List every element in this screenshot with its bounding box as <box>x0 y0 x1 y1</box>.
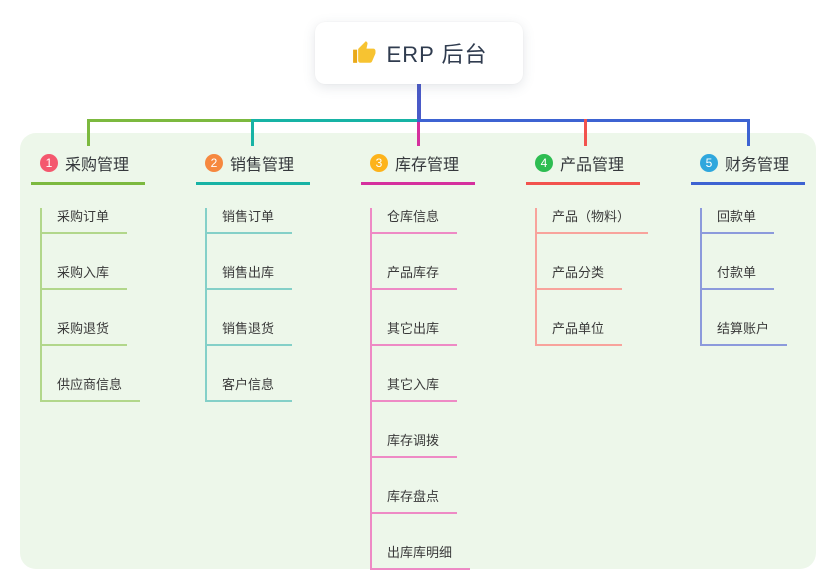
child-node[interactable]: 结算账户 <box>702 320 788 346</box>
child-node[interactable]: 销售订单 <box>207 208 293 234</box>
branch: 2 销售管理 销售订单销售出库销售退货客户信息 <box>196 151 310 402</box>
thumbs-up-icon <box>352 41 375 63</box>
root-connector <box>417 84 421 122</box>
branch-label: 销售管理 <box>230 157 295 174</box>
child-node[interactable]: 采购入库 <box>42 264 128 290</box>
child-node[interactable]: 仓库信息 <box>372 208 458 234</box>
branch-children: 仓库信息产品库存其它出库其它入库库存调拨库存盘点出库库明细 <box>370 208 475 570</box>
branch-header[interactable]: 5 财务管理 <box>691 151 805 185</box>
child-node[interactable]: 其它入库 <box>372 376 458 402</box>
branch-children: 采购订单采购入库采购退货供应商信息 <box>40 208 145 402</box>
branch-index-badge: 3 <box>370 154 388 172</box>
branch: 1 采购管理 采购订单采购入库采购退货供应商信息 <box>31 151 145 402</box>
drop-branch-4 <box>584 119 587 146</box>
branch-index-badge: 5 <box>700 154 718 172</box>
branch-header[interactable]: 3 库存管理 <box>361 151 475 185</box>
child-node[interactable]: 销售出库 <box>207 264 293 290</box>
branch-label: 库存管理 <box>395 157 460 174</box>
child-node[interactable]: 产品库存 <box>372 264 458 290</box>
child-node[interactable]: 产品单位 <box>537 320 623 346</box>
branch-index-badge: 1 <box>40 154 58 172</box>
child-node[interactable]: 产品（物料） <box>537 208 649 234</box>
root-node[interactable]: ERP 后台 <box>315 22 523 84</box>
branch-children: 产品（物料） 产品分类产品单位 <box>535 208 649 346</box>
child-node[interactable]: 库存盘点 <box>372 488 458 514</box>
drop-branch-3 <box>417 122 420 146</box>
branch-header[interactable]: 1 采购管理 <box>31 151 145 185</box>
branch-header[interactable]: 4 产品管理 <box>526 151 640 185</box>
child-node[interactable]: 供应商信息 <box>42 376 141 402</box>
branch-index-badge: 2 <box>205 154 223 172</box>
child-node[interactable]: 库存调拨 <box>372 432 458 458</box>
branch: 5 财务管理 回款单付款单结算账户 <box>691 151 805 346</box>
child-node[interactable]: 付款单 <box>702 264 775 290</box>
branch-index-badge: 4 <box>535 154 553 172</box>
drop-branch-2 <box>251 119 254 146</box>
child-node[interactable]: 采购订单 <box>42 208 128 234</box>
branch-label: 产品管理 <box>560 157 625 174</box>
branch-label: 财务管理 <box>725 157 790 174</box>
branch-children: 回款单付款单结算账户 <box>700 208 805 346</box>
child-node[interactable]: 出库库明细 <box>372 544 471 570</box>
drop-branch-1 <box>87 119 90 146</box>
branches-panel <box>20 133 816 569</box>
bus-segment-branch-1 <box>87 119 253 122</box>
branch-label: 采购管理 <box>65 157 130 174</box>
bus-segment-branch-5 <box>417 119 750 122</box>
child-node[interactable]: 产品分类 <box>537 264 623 290</box>
branch: 4 产品管理 产品（物料） 产品分类产品单位 <box>526 151 649 346</box>
branch-children: 销售订单销售出库销售退货客户信息 <box>205 208 310 402</box>
child-node[interactable]: 其它出库 <box>372 320 458 346</box>
child-node[interactable]: 回款单 <box>702 208 775 234</box>
child-node[interactable]: 客户信息 <box>207 376 293 402</box>
child-node[interactable]: 销售退货 <box>207 320 293 346</box>
child-node[interactable]: 采购退货 <box>42 320 128 346</box>
branch: 3 库存管理 仓库信息产品库存其它出库其它入库库存调拨库存盘点出库库明细 <box>361 151 475 570</box>
drop-branch-5 <box>747 119 750 146</box>
root-label: ERP 后台 <box>386 42 488 67</box>
bus-segment-branch-2 <box>253 119 417 122</box>
branch-header[interactable]: 2 销售管理 <box>196 151 310 185</box>
